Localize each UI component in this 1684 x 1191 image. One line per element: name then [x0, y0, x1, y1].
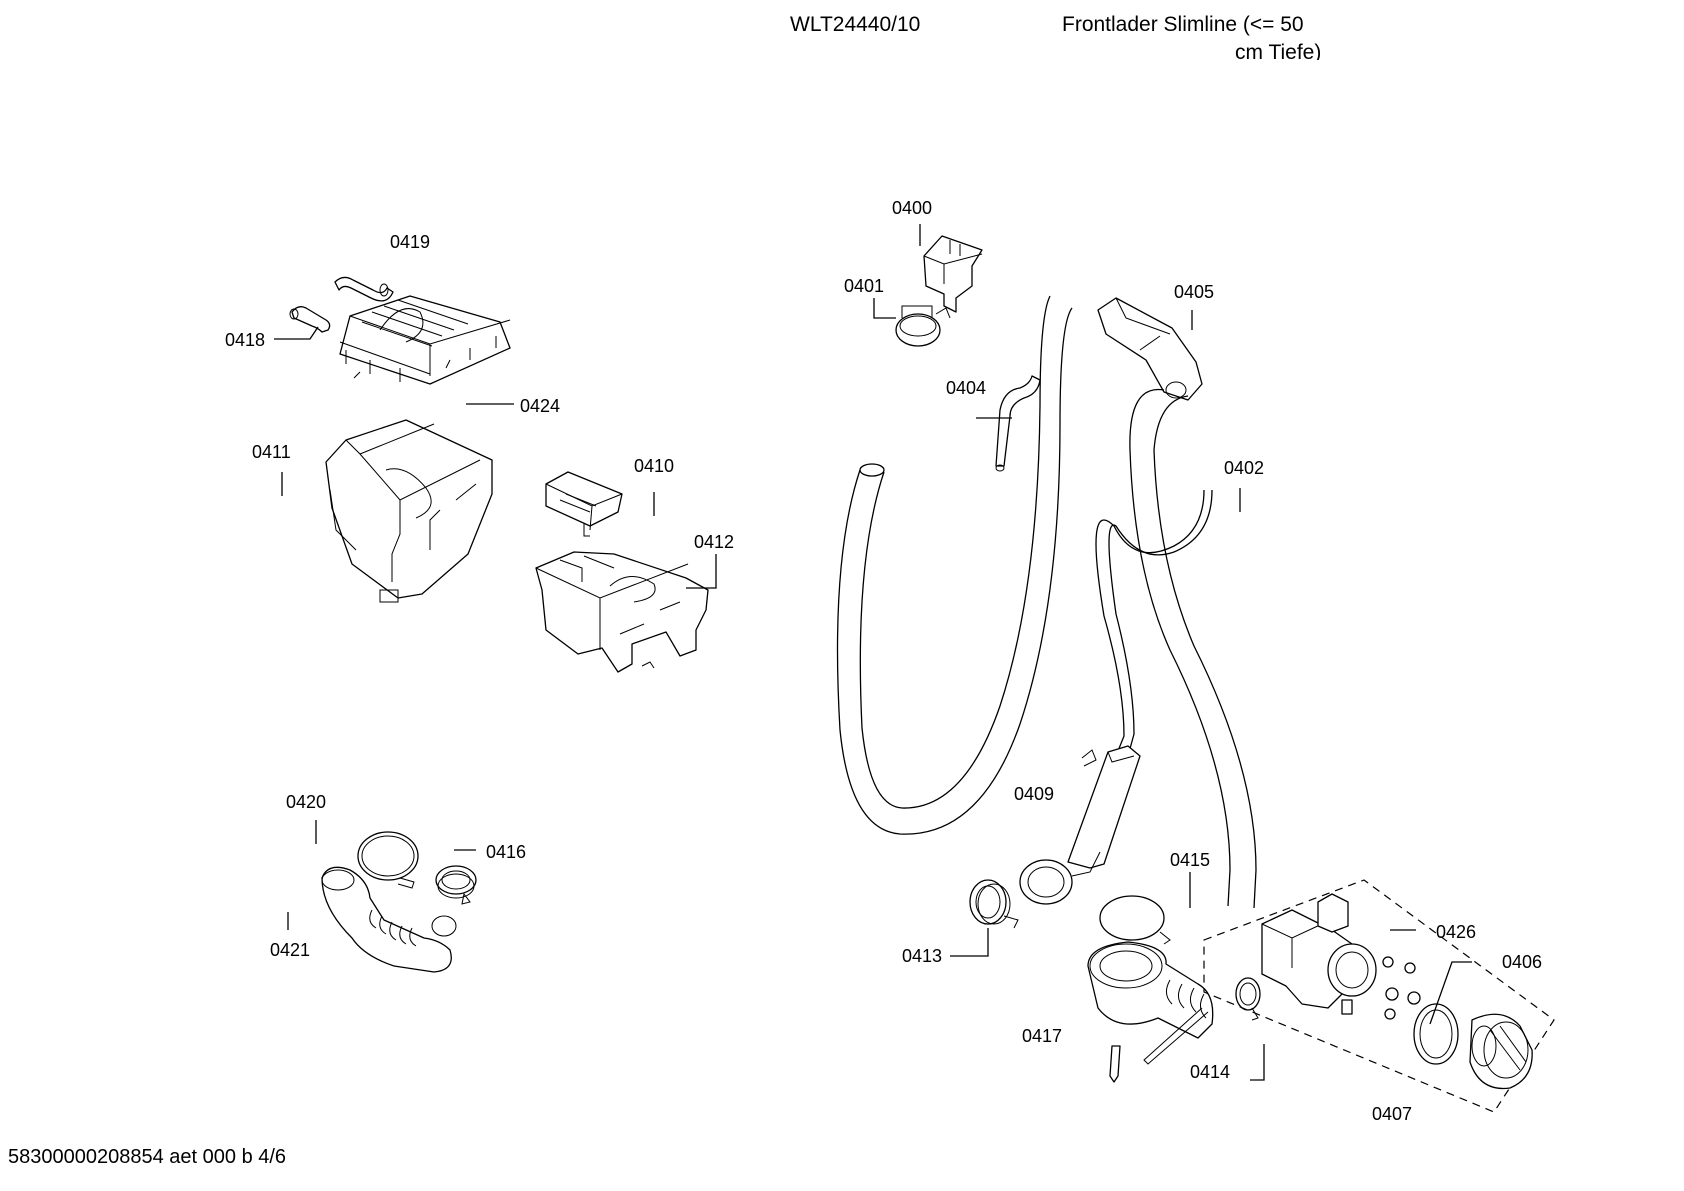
part-0409-air-trap: [1019, 745, 1141, 905]
label-0421[interactable]: 0421: [270, 940, 310, 960]
label-0416[interactable]: 0416: [486, 842, 526, 862]
label-0424[interactable]: 0424: [520, 396, 560, 416]
part-0419-hose: [334, 276, 394, 302]
label-0401[interactable]: 0401: [844, 276, 884, 296]
part-0420-clamp: [357, 831, 419, 889]
label-0402[interactable]: 0402: [1224, 458, 1264, 478]
label-0415[interactable]: 0415: [1170, 850, 1210, 870]
label-0426[interactable]: 0426: [1436, 922, 1476, 942]
label-0419[interactable]: 0419: [390, 232, 430, 252]
part-0414-clamp: [1235, 977, 1261, 1021]
part-0400-bracket: [923, 235, 983, 313]
part-0426-drain-pump: [1203, 879, 1555, 1113]
part-0413-spring-clamp: [969, 879, 1019, 929]
part-0421-bellows-hose: [321, 866, 457, 973]
document-footer: 58300000208854 aet 000 b 4/6: [8, 1146, 287, 1168]
label-0413[interactable]: 0413: [902, 946, 942, 966]
label-0400[interactable]: 0400: [892, 198, 932, 218]
model-number: WLT24440/10: [790, 13, 921, 36]
part-0424-dispenser-top: [339, 295, 511, 385]
part-drain-hose-loop: [836, 295, 1073, 835]
label-0407[interactable]: 0407: [1372, 1104, 1412, 1124]
part-0412-detergent-drawer: [535, 551, 709, 673]
part-0418-hose: [289, 306, 331, 333]
label-0410[interactable]: 0410: [634, 456, 674, 476]
leader-lines: [274, 224, 1472, 1081]
label-0406[interactable]: 0406: [1502, 952, 1542, 972]
part-0404-small-hose: [995, 375, 1041, 472]
label-0409[interactable]: 0409: [1014, 784, 1054, 804]
part-0415-seal: [1099, 895, 1171, 945]
label-0405[interactable]: 0405: [1174, 282, 1214, 302]
part-labels: 0419 0418 0424 0411 0410 0412 0420 0416 …: [225, 198, 1542, 1124]
label-0411[interactable]: 0411: [252, 442, 291, 462]
part-0402-thin-tube: [1095, 489, 1213, 757]
part-0411-dispenser-housing: [325, 419, 493, 603]
part-0405-elbow-hose: [1097, 297, 1257, 909]
part-0417-sump-hose: [1087, 941, 1214, 1083]
part-0410-insert: [545, 471, 623, 537]
label-0414[interactable]: 0414: [1190, 1062, 1230, 1082]
part-0416-spring-clamp: [435, 865, 477, 905]
model-description: Frontlader Slimline (<= 50: [1062, 13, 1304, 36]
label-0420[interactable]: 0420: [286, 792, 326, 812]
label-0404[interactable]: 0404: [946, 378, 986, 398]
part-0401-valve-cap: [895, 305, 951, 347]
part-0406-filter: [1413, 1003, 1533, 1090]
label-0418[interactable]: 0418: [225, 330, 265, 350]
label-0412[interactable]: 0412: [694, 532, 734, 552]
label-0417[interactable]: 0417: [1022, 1026, 1062, 1046]
model-description-continued: cm Tiefe): [1235, 41, 1322, 60]
